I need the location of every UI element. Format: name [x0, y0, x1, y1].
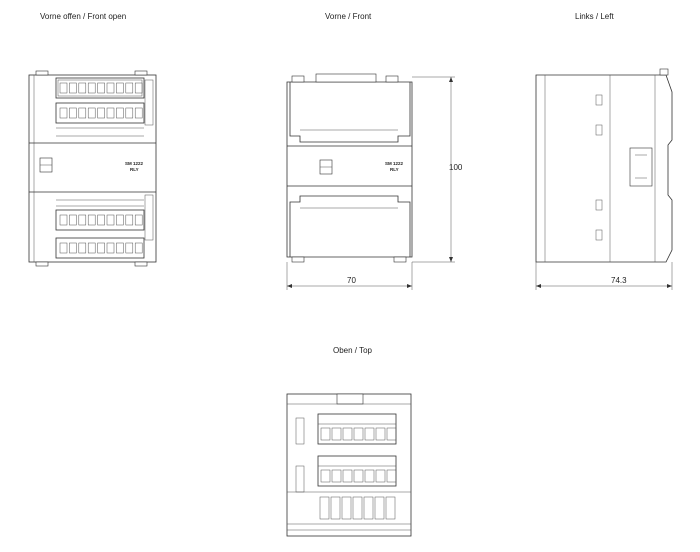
terminal-screw [134, 82, 143, 94]
terminal-screw [134, 214, 143, 226]
connector-slot [330, 496, 341, 520]
terminal-screw [342, 427, 353, 441]
terminal-screw [69, 82, 77, 94]
terminal-screw [97, 107, 105, 119]
terminal-screw [97, 82, 105, 94]
dimension-height-front: 100 [449, 163, 463, 172]
terminal-screw [106, 242, 115, 254]
terminal-screw [87, 242, 96, 254]
top-view [286, 393, 412, 537]
terminal-screw [331, 427, 342, 441]
terminal-screw [87, 107, 96, 119]
connector-slot [319, 496, 330, 520]
terminal-screw [125, 214, 134, 226]
terminal-screw [69, 214, 77, 226]
terminal-screw [116, 214, 124, 226]
terminal-screw [87, 214, 96, 226]
terminal-screw [331, 469, 342, 483]
terminal-screw [353, 469, 364, 483]
module-type-open: RLY [130, 167, 139, 172]
terminal-screw [386, 427, 397, 441]
terminal-screw [320, 469, 331, 483]
connector-slot [374, 496, 385, 520]
terminal-screw [134, 107, 143, 119]
terminal-screw [125, 107, 134, 119]
terminal-screw [87, 82, 96, 94]
module-name-open: SM 1222 [125, 161, 144, 166]
front-view: SM 1222 RLY [286, 73, 455, 290]
terminal-screw [320, 427, 331, 441]
connector-slot [341, 496, 352, 520]
front-open-view: SM 1222 RLY [28, 70, 157, 267]
connector-slot [385, 496, 396, 520]
terminal-screw [106, 107, 115, 119]
module-name-front: SM 1222 [385, 161, 404, 166]
terminal-screw [353, 427, 364, 441]
front-view-title: Vorne / Front [325, 12, 372, 21]
terminal-screw [375, 469, 386, 483]
terminal-screw [97, 242, 105, 254]
terminal-screw [59, 82, 68, 94]
terminal-screw [78, 214, 87, 226]
connector-slot [363, 496, 374, 520]
terminal-screw [78, 82, 87, 94]
terminal-screw [59, 242, 68, 254]
upper-terminal-row-1 [57, 79, 143, 97]
terminal-screws [59, 82, 397, 520]
terminal-screw [78, 107, 87, 119]
terminal-screw [364, 427, 375, 441]
terminal-screw [97, 214, 105, 226]
left-view [535, 68, 673, 290]
terminal-screw [78, 242, 87, 254]
terminal-screw [59, 214, 68, 226]
dimension-width-front: 70 [347, 276, 356, 285]
dimension-depth-left: 74.3 [611, 276, 627, 285]
terminal-screw [59, 107, 68, 119]
terminal-screw [386, 469, 397, 483]
front-open-view-title: Vorne offen / Front open [40, 12, 127, 21]
module-type-front: RLY [390, 167, 399, 172]
terminal-screw [106, 214, 115, 226]
top-view-title: Oben / Top [333, 346, 372, 355]
terminal-screw [116, 107, 124, 119]
terminal-screw [69, 107, 77, 119]
terminal-screw [106, 82, 115, 94]
terminal-screw [134, 242, 143, 254]
terminal-screw [364, 469, 375, 483]
terminal-screw [125, 242, 134, 254]
terminal-screw [116, 242, 124, 254]
terminal-screw [125, 82, 134, 94]
terminal-screw [116, 82, 124, 94]
terminal-screw [342, 469, 353, 483]
left-view-title: Links / Left [575, 12, 614, 21]
terminal-screw [69, 242, 77, 254]
connector-slot [352, 496, 363, 520]
terminal-screw [375, 427, 386, 441]
